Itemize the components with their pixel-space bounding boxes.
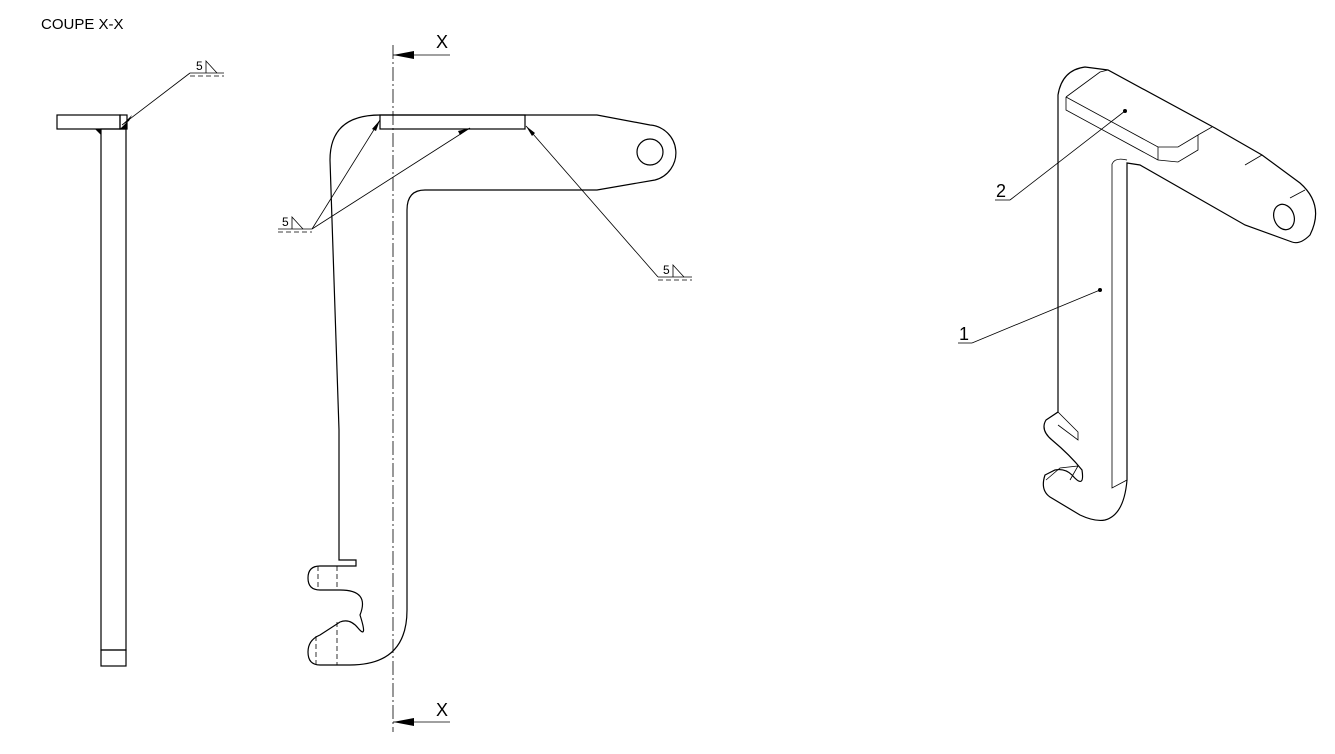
stem-section [100,128,127,651]
item-label-2: 2 [996,181,1006,201]
weld-fillet [95,129,101,135]
weld-leader [121,72,191,126]
weld-fillet [120,122,127,129]
weld-size: 5 [196,59,203,73]
item-label-1: 1 [959,324,969,344]
section-mark-bottom: X [436,700,448,720]
section-arrow-icon [393,51,414,59]
fillet-weld-icon [205,59,218,74]
fillet-weld-icon [672,263,685,278]
weld-leader [311,127,471,230]
weld-size: 5 [663,263,670,277]
isometric-view: 2 1 [958,66,1317,522]
section-title: COUPE X-X [41,16,124,33]
iso-outline [1042,66,1317,522]
item-leader-1 [971,289,1101,344]
part-outline [307,114,677,666]
item-leader-2 [1009,110,1126,201]
weld-leader [525,125,659,278]
lug-hole [1273,203,1295,231]
section-view: 5 [56,59,224,667]
section-arrow-icon [393,718,414,726]
fillet-weld-icon [291,215,304,230]
weld-leader [311,119,381,230]
stem-end [100,649,127,667]
lug-hole [636,138,664,166]
plate-part-2 [379,114,526,130]
weld-size: 5 [282,215,289,229]
section-mark-top: X [436,32,448,52]
flange-section [56,114,121,130]
front-view: X X 5 5 [278,32,692,732]
